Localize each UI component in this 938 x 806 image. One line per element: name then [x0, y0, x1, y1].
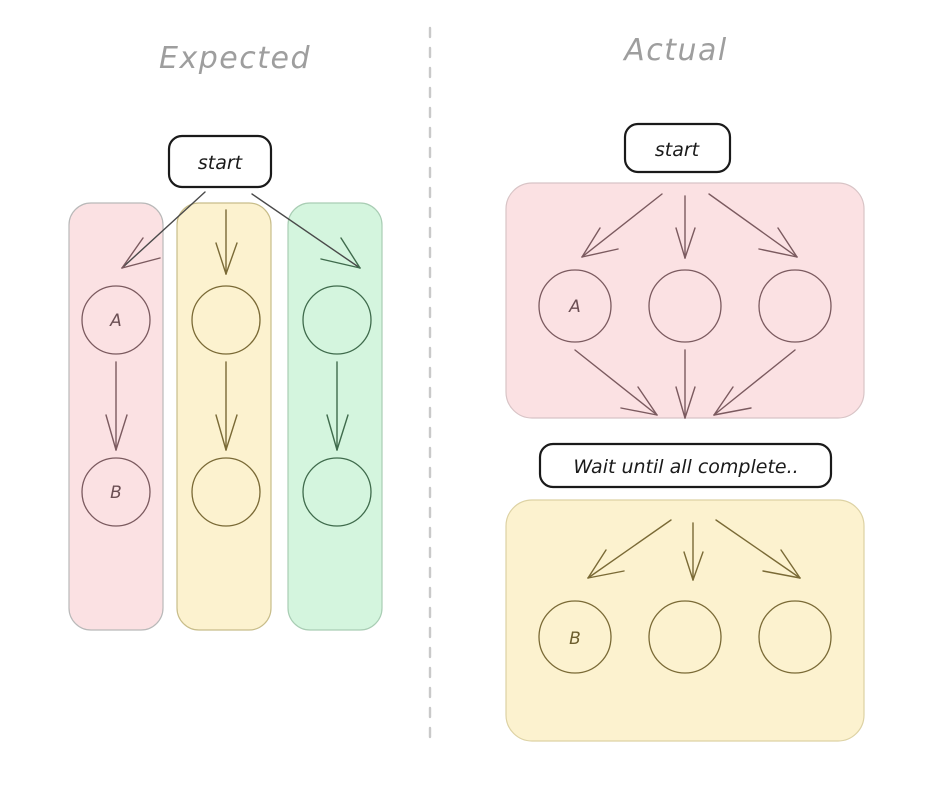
- group-yellow-node-3-circle[interactable]: [758, 600, 832, 674]
- arrow-start-to-group-node-1: [581, 193, 663, 258]
- arrow-wait-to-group-yellow-node-2: [683, 522, 704, 581]
- lane-yellow-node-bottom[interactable]: [191, 457, 261, 527]
- lane-pink-node-a-circle[interactable]: [81, 285, 151, 355]
- lane-pink-node-a-label: A: [109, 311, 122, 331]
- actual-start-box[interactable]: start: [623, 122, 732, 174]
- expected-start-box-label: start: [198, 152, 244, 174]
- lane-green-node-top[interactable]: [302, 285, 372, 355]
- lane-yellow-background: [176, 202, 272, 631]
- group-pink-node-a-circle[interactable]: [538, 269, 612, 343]
- lane-green-node-bottom-circle[interactable]: [302, 457, 372, 527]
- lane-yellow-node-top-circle[interactable]: [191, 285, 261, 355]
- actual-panel-title: Actual: [622, 33, 728, 68]
- arrow-group-node-1-to-join: [574, 349, 658, 416]
- arrow-start-to-lane-pink: [121, 191, 206, 269]
- lane-yellow-node-top[interactable]: [191, 285, 261, 355]
- lane-yellow-node-bottom-circle[interactable]: [191, 457, 261, 527]
- lane-pink-node-b[interactable]: B: [81, 457, 151, 527]
- arrow-start-to-group-node-2: [675, 195, 696, 259]
- group-yellow-background: [505, 499, 865, 742]
- arrow-wait-to-group-yellow-node-1: [587, 519, 672, 579]
- lane-pink-node-b-label: B: [110, 483, 122, 503]
- group-yellow-node-b-circle[interactable]: [538, 600, 612, 674]
- lane-green-node-bottom[interactable]: [302, 457, 372, 527]
- wait-box-label: Wait until all complete..: [573, 456, 798, 478]
- group-pink-node-2[interactable]: [648, 269, 722, 343]
- arrow-group-node-3-to-join: [713, 349, 796, 416]
- expected-start-box-rect[interactable]: [167, 134, 273, 189]
- group-yellow-node-3[interactable]: [758, 600, 832, 674]
- expected-start-box[interactable]: start: [167, 134, 273, 189]
- wait-until-all-complete-box[interactable]: Wait until all complete..: [538, 442, 833, 489]
- arrow-wait-to-group-yellow-node-3: [715, 519, 801, 579]
- lane-green-background: [287, 202, 383, 631]
- actual-start-box-rect[interactable]: [623, 122, 732, 174]
- arrow-lane-yellow-top-to-bottom: [215, 361, 238, 451]
- arrow-start-to-lane-yellow: [215, 209, 238, 275]
- actual-start-box-label: start: [655, 139, 701, 161]
- group-yellow-node-2-circle[interactable]: [648, 600, 722, 674]
- group-pink-node-3[interactable]: [758, 269, 832, 343]
- group-yellow-node-b[interactable]: B: [538, 600, 612, 674]
- arrow-start-to-lane-green: [251, 193, 361, 269]
- group-yellow-node-2[interactable]: [648, 600, 722, 674]
- wait-box-rect[interactable]: [538, 442, 833, 489]
- group-pink-node-2-circle[interactable]: [648, 269, 722, 343]
- lane-pink-node-a[interactable]: A: [81, 285, 151, 355]
- arrow-group-node-2-to-join: [675, 349, 696, 419]
- group-pink-node-a-label: A: [568, 297, 581, 317]
- arrow-lane-pink-a-to-b: [105, 361, 128, 451]
- arrow-start-to-group-node-3: [708, 193, 798, 258]
- lane-pink-node-b-circle[interactable]: [81, 457, 151, 527]
- expected-panel-title: Expected: [159, 41, 311, 76]
- arrow-lane-green-top-to-bottom: [326, 361, 349, 451]
- group-yellow-node-b-label: B: [569, 629, 581, 649]
- lane-green-node-top-circle[interactable]: [302, 285, 372, 355]
- group-pink-node-3-circle[interactable]: [758, 269, 832, 343]
- group-pink-node-a[interactable]: A: [538, 269, 612, 343]
